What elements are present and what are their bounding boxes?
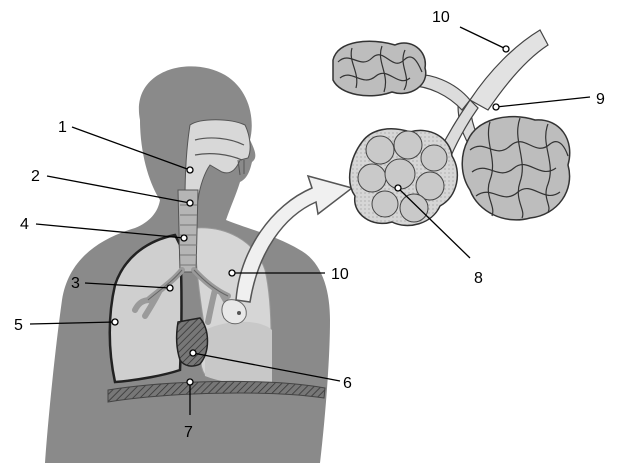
magnified-alveoli (333, 30, 570, 225)
label-10-top: 10 (432, 9, 450, 26)
label-6: 6 (343, 375, 352, 392)
label-2: 2 (31, 168, 40, 185)
label-10-mid: 10 (331, 266, 349, 283)
label-4: 4 (20, 216, 29, 233)
left-lung-lower (205, 322, 272, 384)
label-7: 7 (184, 424, 193, 441)
leader-9 (496, 97, 590, 107)
label-3: 3 (71, 275, 80, 292)
label-1: 1 (58, 119, 67, 136)
leader-10-top (460, 27, 506, 49)
heart (177, 318, 208, 366)
label-9: 9 (596, 91, 605, 108)
label-8: 8 (474, 270, 483, 287)
label-5: 5 (14, 317, 23, 334)
